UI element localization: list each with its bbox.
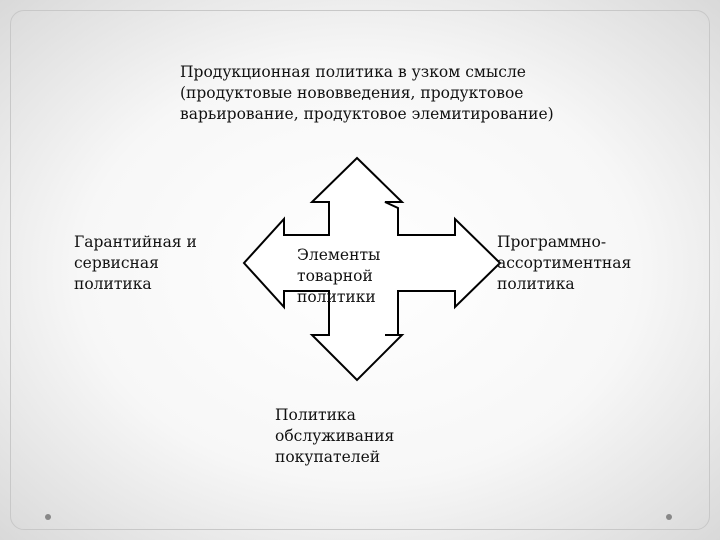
node-bottom-service-policy: Политика обслуживания покупателей <box>275 406 395 466</box>
corner-dot-right <box>666 514 672 520</box>
corner-dot-left <box>45 514 51 520</box>
node-center-elements: Элементы товарной политики <box>297 246 381 306</box>
node-right-assortment-policy: Программно- ассортиментная политика <box>497 233 632 293</box>
node-top-production-policy: Продукционная политика в узком смысле (п… <box>180 63 554 123</box>
four-way-arrow-shape <box>242 156 502 382</box>
slide-frame <box>10 10 710 530</box>
node-left-guarantee-policy: Гарантийная и сервисная политика <box>74 233 197 293</box>
